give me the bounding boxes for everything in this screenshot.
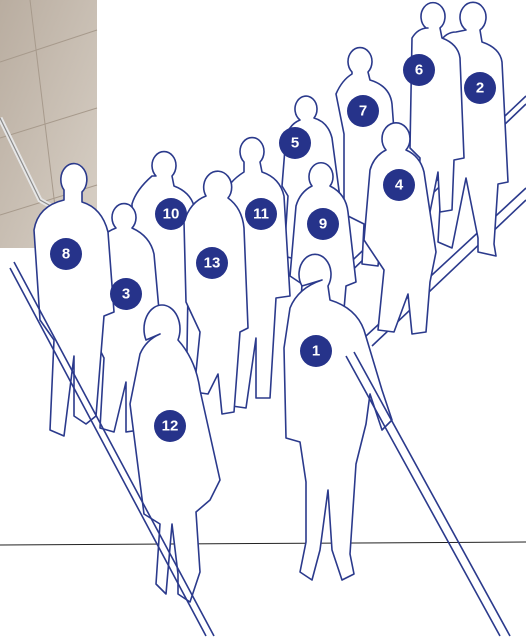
badge-6: 6	[403, 54, 435, 86]
svg-text:6: 6	[415, 62, 423, 79]
svg-text:10: 10	[163, 206, 180, 223]
svg-text:9: 9	[319, 216, 327, 233]
svg-text:5: 5	[291, 135, 299, 152]
badge-1: 1	[300, 335, 332, 367]
svg-text:11: 11	[253, 206, 269, 223]
badge-4: 4	[383, 169, 415, 201]
svg-text:7: 7	[359, 103, 367, 120]
badge-13: 13	[196, 247, 228, 279]
badge-12: 12	[154, 410, 186, 442]
badge-10: 10	[155, 198, 187, 230]
svg-text:8: 8	[62, 246, 70, 263]
svg-text:1: 1	[312, 343, 320, 360]
badge-11: 11	[245, 198, 277, 230]
badge-3: 3	[110, 278, 142, 310]
svg-text:3: 3	[122, 286, 130, 303]
badge-8: 8	[50, 238, 82, 270]
svg-text:12: 12	[162, 418, 179, 435]
person-1	[284, 254, 392, 580]
badge-5: 5	[279, 127, 311, 159]
svg-text:4: 4	[395, 177, 404, 194]
svg-text:2: 2	[476, 80, 484, 97]
floor-line	[0, 542, 526, 545]
svg-text:13: 13	[204, 255, 221, 272]
badge-2: 2	[464, 72, 496, 104]
badge-7: 7	[347, 95, 379, 127]
badge-9: 9	[307, 208, 339, 240]
